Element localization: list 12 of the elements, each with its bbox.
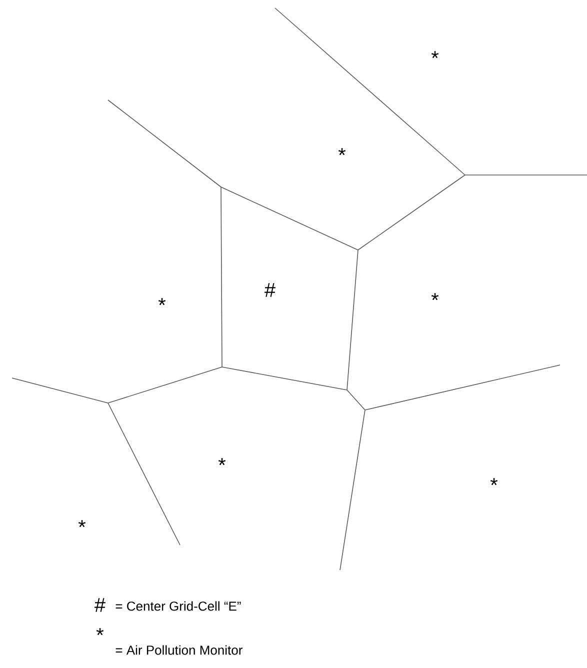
legend-text: = Air Pollution Monitor (116, 645, 242, 655)
monitor-symbol: * (490, 478, 498, 486)
legend-text: = Center Grid-Cell “E” (116, 601, 241, 611)
monitor-symbol: * (338, 148, 346, 156)
legend-symbol: * (96, 628, 104, 636)
legend-symbol: # (94, 598, 106, 612)
monitor-symbol: * (158, 298, 166, 306)
monitor-symbol: * (431, 293, 439, 300)
grid-cell-symbol: # (264, 283, 276, 297)
monitor-symbol: * (431, 51, 439, 58)
monitor-symbol: * (218, 458, 226, 466)
monitor-symbol: * (78, 520, 86, 528)
